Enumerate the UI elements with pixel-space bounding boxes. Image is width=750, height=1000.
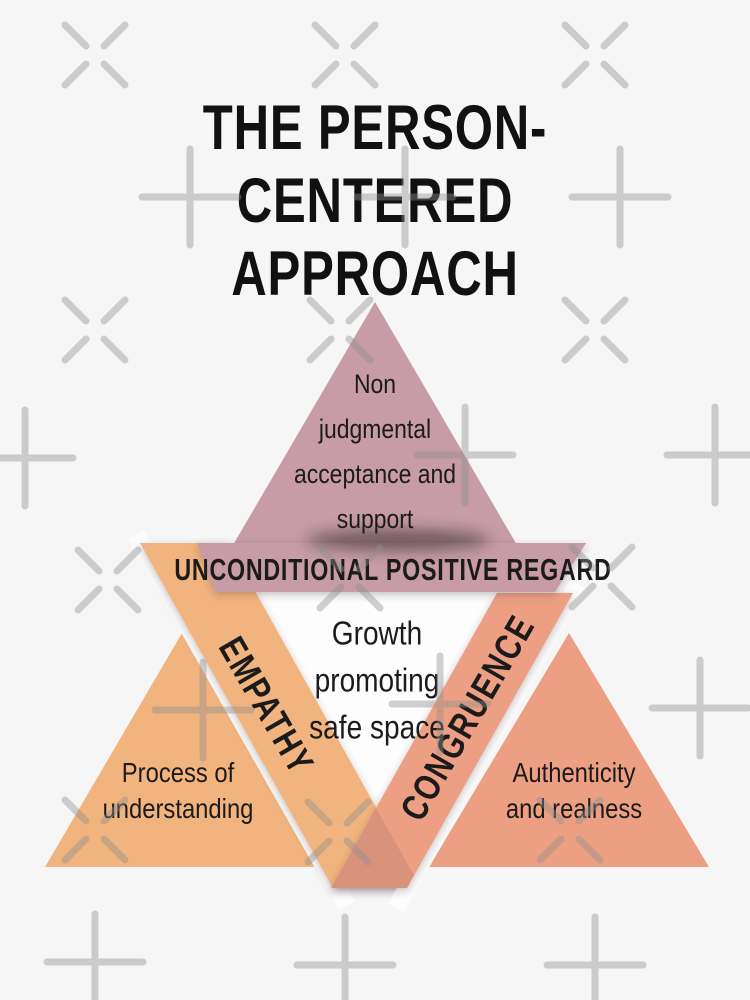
band-overlap	[331, 808, 414, 888]
page-title: THE PERSON-CENTERED APPROACH	[83, 92, 668, 311]
upr-band	[197, 543, 586, 592]
inner-white-triangle	[255, 592, 497, 808]
left-triangle-label: Process of understanding	[102, 757, 254, 824]
right-triangle	[429, 633, 709, 867]
right-triangle-label: Authenticity and realness	[505, 757, 643, 824]
page-title-line1: THE PERSON-CENTERED	[202, 93, 548, 236]
unconditional-positive-regard-label: UNCONDITIONAL POSITIVE REGARD	[174, 552, 612, 587]
top-triangle-label: Non judgmental acceptance and support	[293, 369, 457, 534]
page-title-line2: APPROACH	[231, 239, 519, 309]
